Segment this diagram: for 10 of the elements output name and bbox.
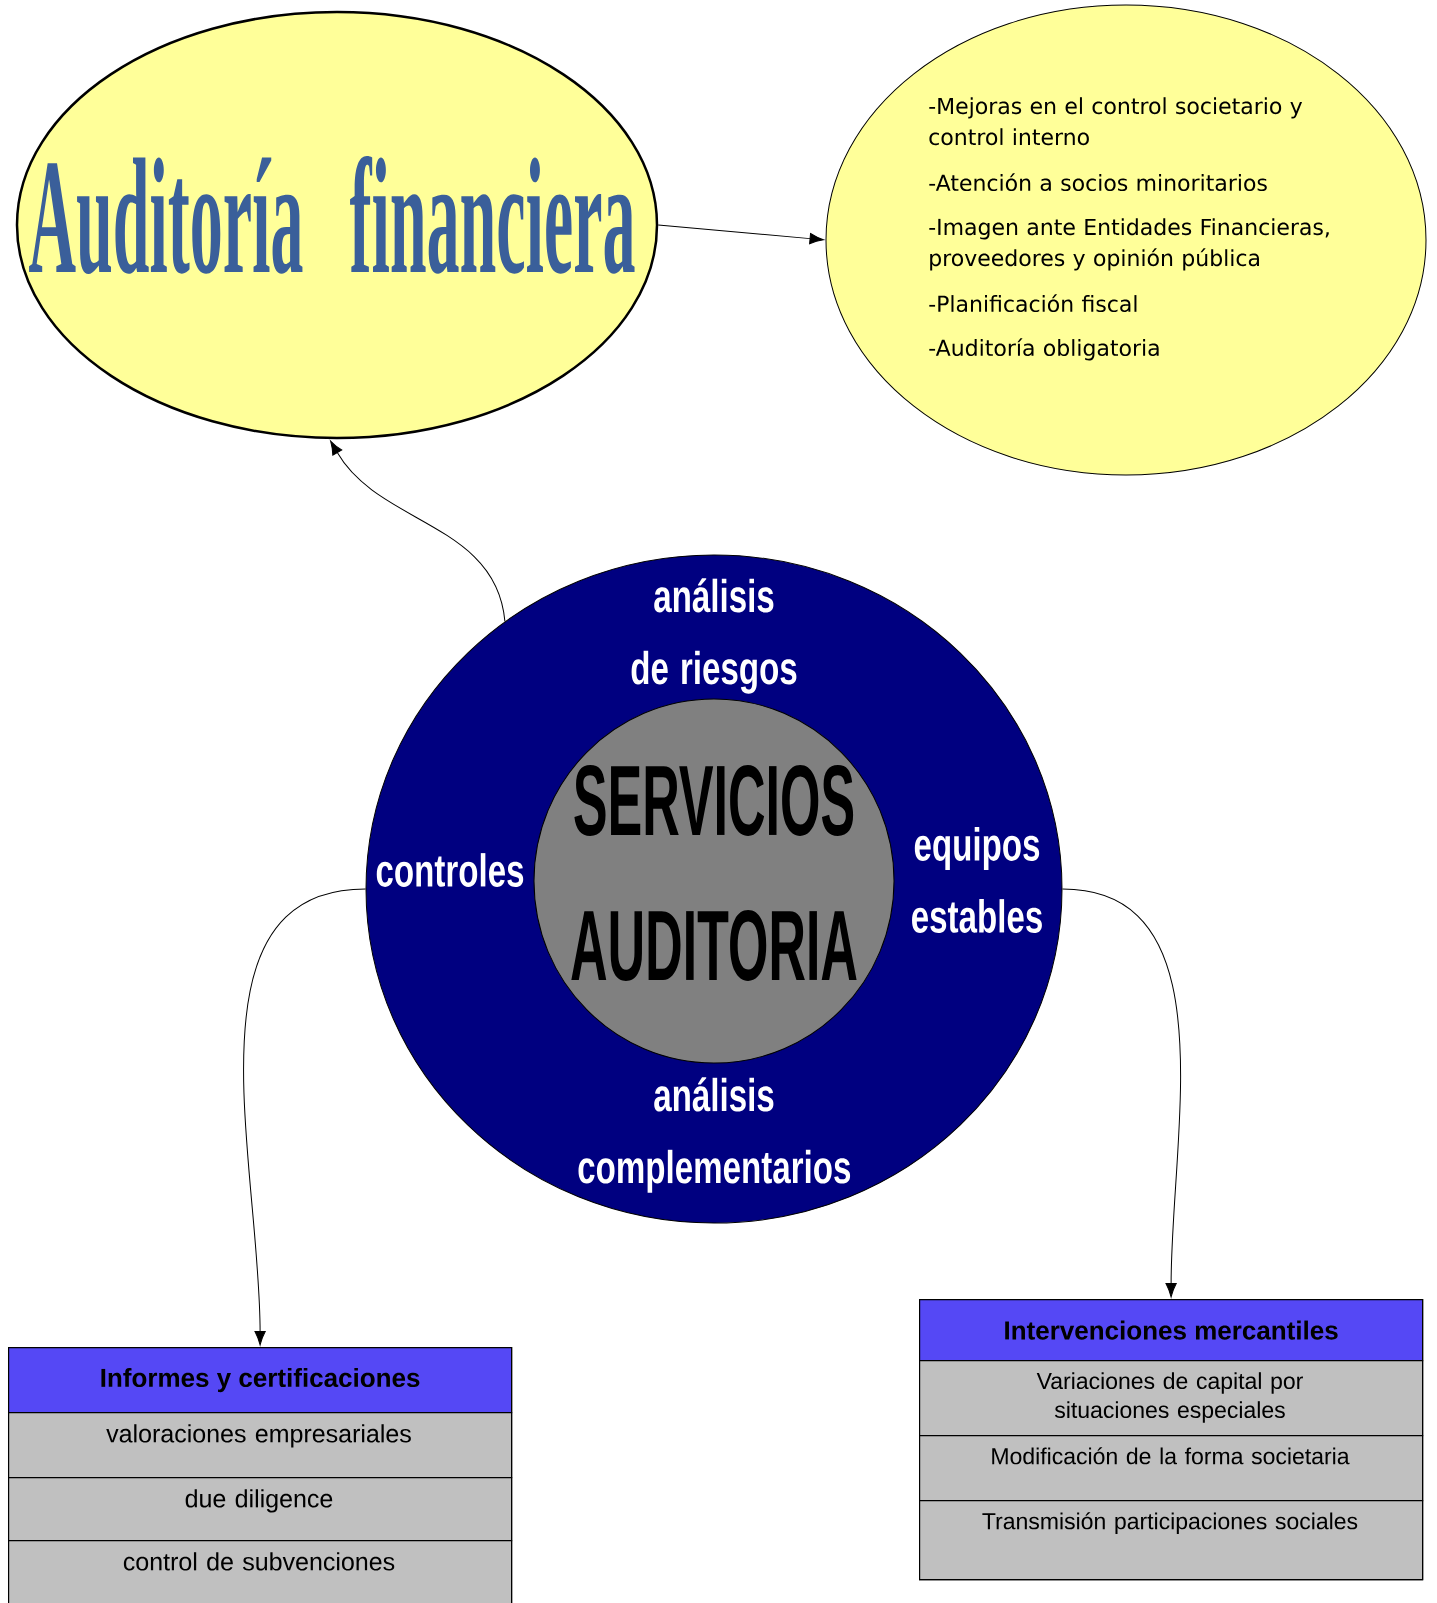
table-row: Modificación de la forma societaria <box>919 1435 1424 1502</box>
arrow <box>243 888 366 1346</box>
table-row: Variaciones de capital por situaciones especiales <box>919 1360 1424 1437</box>
table-row: valoraciones empresariales <box>8 1412 513 1479</box>
arrow <box>330 440 506 622</box>
arrow <box>1062 888 1182 1298</box>
table-row: due diligence <box>8 1477 513 1542</box>
table-row: Transmisión participaciones sociales <box>919 1500 1424 1581</box>
arrow <box>657 224 824 245</box>
table-row: control de subvenciones <box>8 1540 513 1603</box>
